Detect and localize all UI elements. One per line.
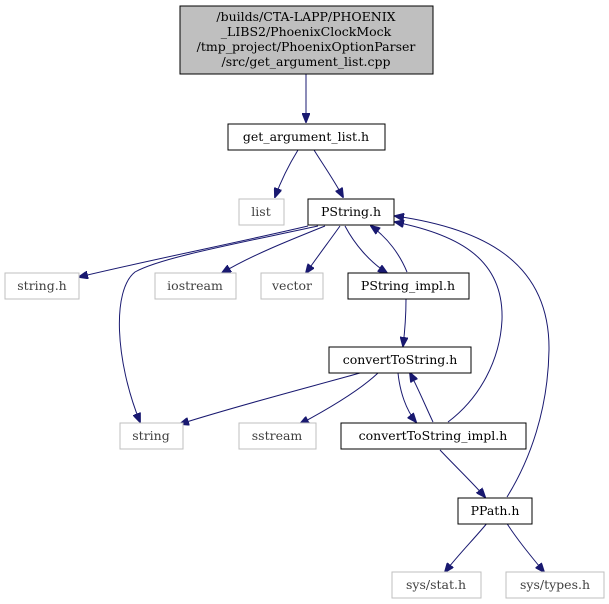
edge-ppath-h-to-sys-stat-h (445, 521, 489, 572)
node-ppath-h[interactable]: PPath.h (457, 497, 533, 525)
edge-ppath-h-to-pstring-h (395, 216, 550, 498)
edge-pstring-h-to-iostream (222, 225, 326, 273)
node-string[interactable]: string (119, 422, 184, 450)
node-label: iostream (167, 278, 223, 293)
node-label: sys/stat.h (406, 577, 466, 592)
node-vector[interactable]: vector (260, 272, 324, 300)
node-sys-stat-h[interactable]: sys/stat.h (391, 571, 482, 599)
node-label-line: /src/get_argument_list.cpp (222, 54, 391, 69)
node-list[interactable]: list (238, 198, 285, 226)
edge-pstring-impl-h-to-convert-to-string-h (403, 298, 406, 346)
edge-convert-to-string-impl-h-to-ppath-h (439, 449, 485, 497)
node-label: convertToString.h (343, 352, 458, 367)
node-label: list (251, 204, 270, 219)
edge-convert-to-string-h-to-sstream (300, 372, 379, 424)
node-label: PString_impl.h (361, 278, 455, 293)
edge-convert-to-string-h-to-string (180, 372, 361, 424)
node-label: vector (271, 278, 312, 293)
node-label-line: /builds/CTA-LAPP/PHOENIX (216, 9, 395, 24)
node-label: get_argument_list.h (243, 129, 369, 144)
nodes: /builds/CTA-LAPP/PHOENIX _LIBS2/PhoenixC… (4, 5, 605, 599)
node-convert-to-string-impl-h[interactable]: convertToString_impl.h (340, 422, 527, 450)
node-label: PPath.h (471, 503, 520, 518)
node-label: sys/types.h (520, 577, 590, 592)
node-string-h[interactable]: string.h (4, 272, 80, 300)
node-sys-types-h[interactable]: sys/types.h (505, 571, 605, 599)
node-label-line: _LIBS2/PhoenixClockMock (221, 24, 392, 39)
edge-get-argument-list-h-to-pstring-h (313, 149, 343, 197)
node-pstring-h[interactable]: PString.h (307, 198, 395, 226)
edge-get-argument-list-h-to-list (275, 149, 299, 197)
edge-pstring-h-to-vector (306, 225, 341, 273)
edge-pstring-h-to-string-h (79, 225, 309, 277)
node-convert-to-string-h[interactable]: convertToString.h (328, 346, 472, 374)
edge-convert-to-string-h-to-convert-to-string-impl-h (397, 372, 416, 422)
edge-pstring-h-to-string (118, 225, 319, 422)
edge-ppath-h-to-sys-types-h (505, 521, 544, 572)
node-iostream[interactable]: iostream (154, 272, 237, 300)
edge-convert-to-string-impl-h-to-pstring-h (395, 222, 503, 423)
node-label: convertToString_impl.h (359, 428, 508, 443)
edge-pstring-impl-h-to-pstring-h (371, 226, 408, 273)
node-label: string.h (17, 278, 67, 293)
node-label-line: /tmp_project/PhoenixOptionParser (197, 39, 416, 54)
node-label: string (132, 428, 169, 443)
edges (79, 74, 550, 572)
node-get-argument-list-h[interactable]: get_argument_list.h (227, 123, 386, 151)
edge-convert-to-string-impl-h-to-convert-to-string-h (410, 373, 434, 423)
edge-pstring-h-to-pstring-impl-h (344, 225, 387, 273)
node-sstream[interactable]: sstream (238, 422, 317, 450)
node-get-argument-list-cpp[interactable]: /builds/CTA-LAPP/PHOENIX _LIBS2/PhoenixC… (179, 5, 434, 75)
node-pstring-impl-h[interactable]: PString_impl.h (347, 272, 470, 300)
node-label: PString.h (321, 204, 381, 219)
node-label: sstream (252, 428, 303, 443)
